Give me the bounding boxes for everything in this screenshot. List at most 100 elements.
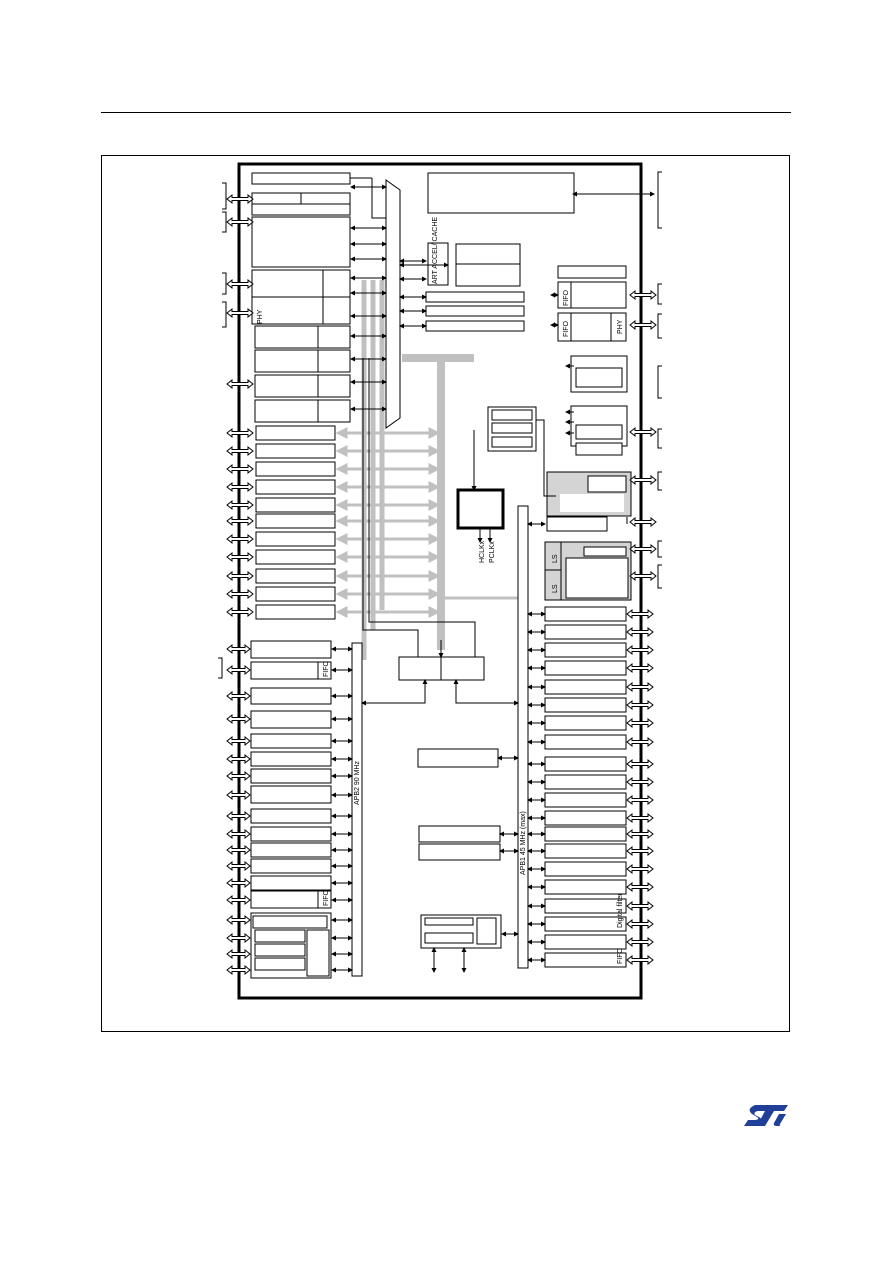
right-pin-3 xyxy=(629,474,657,486)
apb2-pin-4 xyxy=(226,735,251,747)
figure-frame xyxy=(101,155,790,1032)
label-fifo-top: FIFO xyxy=(563,290,570,306)
apb2-pin-11 xyxy=(226,860,251,872)
right-pin-5 xyxy=(629,543,657,555)
gpio-block-4 xyxy=(255,497,336,513)
right-bracket-6 xyxy=(657,540,662,558)
apb2-pin-14 xyxy=(226,914,251,926)
label-fifo-left1: FIFO xyxy=(323,661,330,677)
apb1-pin-5 xyxy=(626,699,654,711)
left-bracket-1 xyxy=(222,211,227,233)
gpio-pin-7 xyxy=(226,551,254,563)
right-bracket-7 xyxy=(657,564,662,589)
apb1-pin-2 xyxy=(626,644,654,656)
gpio-block-1 xyxy=(255,443,336,459)
bridge-feed-wires xyxy=(350,177,655,973)
left-bracket-4 xyxy=(218,657,223,679)
apb2-pin-15 xyxy=(226,932,251,944)
top-blocks xyxy=(251,172,628,456)
clock-sub xyxy=(587,475,627,493)
label-digital-filter: Digital filter xyxy=(617,893,624,928)
right-bracket-2 xyxy=(657,313,662,339)
right-bracket-4 xyxy=(657,428,662,449)
bus-matrix xyxy=(385,179,401,429)
clock-reset xyxy=(546,516,608,532)
left-pin-3 xyxy=(226,307,254,319)
apb1-block-9 xyxy=(544,774,627,790)
gpio-pin-9 xyxy=(226,588,254,600)
gpio-pin-1 xyxy=(226,445,254,457)
apb1-pin-14 xyxy=(626,863,654,875)
left-pin-0 xyxy=(226,193,254,205)
left-pin-2 xyxy=(226,278,254,290)
apb2-pin-8 xyxy=(226,810,251,822)
gpio-pin-4 xyxy=(226,499,254,511)
apb1-block-13 xyxy=(544,843,627,859)
apb1-block-10 xyxy=(544,792,627,808)
clock-sub2 xyxy=(560,494,624,512)
apb1-pin-19 xyxy=(626,954,654,966)
left-bracket-3 xyxy=(222,301,227,328)
apb2-pin-12 xyxy=(226,877,251,889)
apb1-block-1 xyxy=(544,624,627,640)
apb1-pin-7 xyxy=(626,736,654,748)
apb1-block-7 xyxy=(544,734,627,750)
apb2-pin-13 xyxy=(226,894,251,906)
apb1-block-16 xyxy=(544,898,627,914)
apb1-pin-9 xyxy=(626,776,654,788)
apb2-pin-6 xyxy=(226,770,251,782)
power-block xyxy=(456,488,505,530)
st-logo-mark xyxy=(744,1105,788,1126)
generated-blocks xyxy=(218,171,662,976)
apb1-block-6 xyxy=(544,715,627,731)
right-pin-2 xyxy=(629,426,657,438)
apb1-bus-bar xyxy=(517,505,529,969)
gpio-block-2 xyxy=(255,461,336,477)
left-bracket-0 xyxy=(222,182,227,210)
label-art-cache: ART ACCEL/ CACHE xyxy=(432,217,439,284)
gpio-block-3 xyxy=(255,479,336,495)
apb1-pin-6 xyxy=(626,717,654,729)
label-phy-right: PHY xyxy=(617,319,624,334)
gpio-pin-10 xyxy=(226,606,254,618)
apb1-block-17 xyxy=(544,916,627,932)
apb2-pin-3 xyxy=(226,713,251,725)
label-fifo-left2: FIFO xyxy=(323,890,330,906)
right-pin-1 xyxy=(629,319,657,331)
apb1-block-2 xyxy=(544,642,627,658)
right-bracket-3 xyxy=(657,365,662,399)
apb2-pin-5 xyxy=(226,753,251,765)
apb1-block-15 xyxy=(544,879,627,895)
left-pin-4 xyxy=(226,378,254,390)
gpio-block-9 xyxy=(255,586,336,602)
apb1-pin-16 xyxy=(626,900,654,912)
rotated-labels: PHY FIFO FIFO PHY ART ACCEL/ CACHE LS LS… xyxy=(257,217,624,964)
apb1-block-19 xyxy=(544,952,627,968)
backup-sub2 xyxy=(583,546,627,557)
apb1-block-3 xyxy=(544,660,627,676)
apb1-pin-17 xyxy=(626,918,654,930)
gpio-pin-3 xyxy=(226,481,254,493)
label-ls-1: LS xyxy=(552,554,559,563)
apb2-pin-2 xyxy=(226,690,251,702)
gpio-pin-6 xyxy=(226,533,254,545)
gpio-block-8 xyxy=(255,568,336,584)
right-pin-0 xyxy=(629,289,657,301)
apb1-block-11 xyxy=(544,810,627,826)
gpio-block-6 xyxy=(255,531,336,547)
apb1-pin-8 xyxy=(626,758,654,770)
right-pin-4 xyxy=(629,516,657,528)
chip-outline xyxy=(237,162,643,1000)
label-apb1: APB1 45 MHz (max) xyxy=(520,811,527,875)
left-pin-1 xyxy=(226,216,254,228)
gpio-pin-0 xyxy=(226,427,254,439)
right-bracket-0 xyxy=(657,171,662,229)
apb1-block-0 xyxy=(544,606,627,622)
gpio-block-10 xyxy=(255,604,336,620)
apb1-pin-1 xyxy=(626,626,654,638)
gpio-pin-5 xyxy=(226,515,254,527)
apb1-block-4 xyxy=(544,679,627,695)
right-bracket-1 xyxy=(657,283,662,305)
apb1-block-8 xyxy=(544,756,627,772)
right-bracket-5 xyxy=(657,471,662,491)
